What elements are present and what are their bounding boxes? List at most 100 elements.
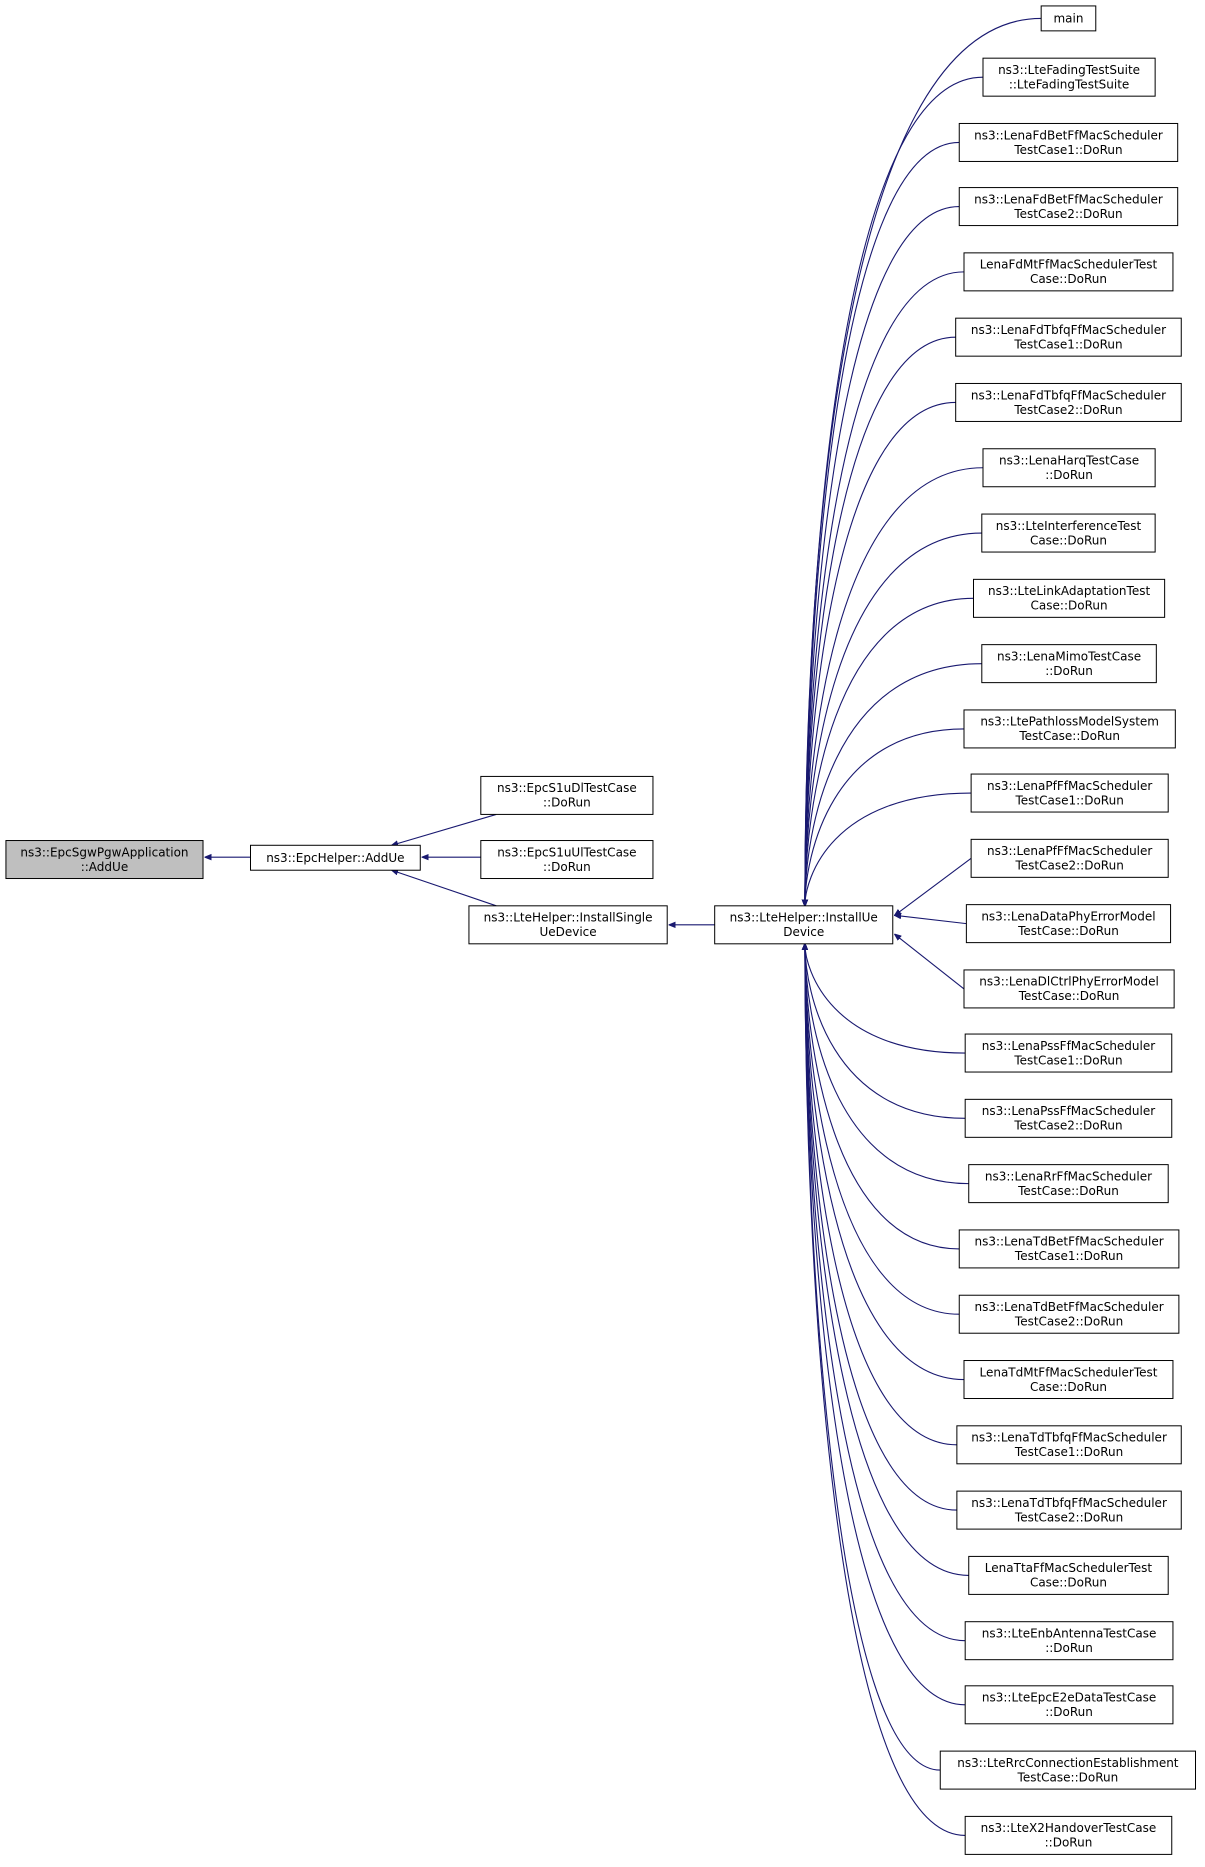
node-label-line: ns3::LenaPssFfMacScheduler	[982, 1104, 1155, 1118]
node-ns3-lenadataphyerrormodeltestcase-dorun[interactable]: ns3::LenaDataPhyErrorModelTestCase::DoRu…	[965, 904, 1172, 944]
node-label-line: ns3::EpcS1uUlTestCase	[497, 845, 636, 859]
node-label-line: ::DoRun	[1045, 1641, 1093, 1655]
edge-n4-to-n1	[392, 870, 497, 907]
node-box	[968, 1164, 1169, 1204]
node-ns3-ltefadingtestsuite-ltefadingtestsuite[interactable]: ns3::LteFadingTestSuite::LteFadingTestSu…	[982, 57, 1156, 97]
node-label-line: TestCase1::DoRun	[1013, 143, 1122, 157]
node-label-line: TestCase2::DoRun	[1013, 403, 1122, 417]
node-label-line: ns3::EpcS1uDlTestCase	[497, 781, 637, 795]
edge-c24-to-n5	[805, 944, 969, 1576]
node-label-line: Case::DoRun	[1030, 1576, 1107, 1590]
node-box	[958, 1229, 1180, 1269]
edge-c7-to-n5	[805, 467, 983, 906]
edge-c14-to-n5	[895, 915, 967, 925]
node-label-line: ns3::LteX2HandoverTestCase	[981, 1821, 1157, 1835]
node-ns3-lteenbantennatestcase-dorun[interactable]: ns3::LteEnbAntennaTestCase::DoRun	[964, 1621, 1174, 1661]
node-box	[963, 1360, 1174, 1400]
node-label-line: ns3::LenaPfFfMacScheduler	[987, 844, 1152, 858]
node-label-line: ns3::LenaFdBetFfMacScheduler	[974, 192, 1163, 206]
node-ns3-lenatdbetffmacschedulertestcase2-dorun[interactable]: ns3::LenaTdBetFfMacSchedulerTestCase2::D…	[958, 1294, 1180, 1334]
node-label-line: ns3::LteInterferenceTest	[996, 519, 1142, 533]
node-ns3-lterrcconnectionestablishmenttestcase-dorun[interactable]: ns3::LteRrcConnectionEstablishmentTestCa…	[939, 1750, 1197, 1790]
node-label-line: Case::DoRun	[1030, 1380, 1107, 1394]
node-ns3-epchelper-addue[interactable]: ns3::EpcHelper::AddUe	[249, 844, 421, 871]
node-ns3-lenapssffmacschedulertestcase1-dorun[interactable]: ns3::LenaPssFfMacSchedulerTestCase1::DoR…	[964, 1033, 1173, 1073]
node-ns3-lenafdbetffmacschedulertestcase2-dorun[interactable]: ns3::LenaFdBetFfMacSchedulerTestCase2::D…	[958, 187, 1179, 227]
node-label-line: ns3::LenaFdTbfqFfMacScheduler	[971, 323, 1166, 337]
node-box	[956, 1490, 1182, 1530]
node-label-line: TestCase2::DoRun	[1014, 1510, 1123, 1524]
node-ns3-lenadlctrlphyerrormodeltestcase-dorun[interactable]: ns3::LenaDlCtrlPhyErrorModelTestCase::Do…	[963, 969, 1175, 1009]
node-label-line: Case::DoRun	[1030, 272, 1107, 286]
node-box	[714, 905, 894, 945]
node-label-line: TestCase2::DoRun	[1014, 1315, 1123, 1329]
node-label-line: ns3::LtePathlossModelSystem	[980, 715, 1159, 729]
node-label-line: ns3::LenaTdBetFfMacScheduler	[974, 1235, 1163, 1249]
node-label-line: Case::DoRun	[1030, 533, 1107, 547]
node-ns3-epcs1uultestcase-dorun[interactable]: ns3::EpcS1uUlTestCase::DoRun	[480, 840, 654, 880]
node-box	[981, 644, 1157, 684]
node-ns3-lenafdtbfqffmacschedulertestcase1-dorun[interactable]: ns3::LenaFdTbfqFfMacSchedulerTestCase1::…	[955, 317, 1182, 357]
node-ns3-lenafdtbfqffmacschedulertestcase2-dorun[interactable]: ns3::LenaFdTbfqFfMacSchedulerTestCase2::…	[955, 382, 1182, 422]
edge-c25-to-n5	[805, 944, 966, 1642]
node-label-line: TestCase2::DoRun	[1013, 207, 1122, 221]
node-label-line: ns3::LenaFdBetFfMacScheduler	[974, 128, 1163, 142]
node-box	[958, 122, 1179, 162]
node-box	[5, 840, 204, 880]
node-ns3-lenatdtbfqffmacschedulertestcase2-dorun[interactable]: ns3::LenaTdTbfqFfMacSchedulerTestCase2::…	[956, 1490, 1182, 1530]
node-label-line: ns3::LteHelper::InstallSingle	[484, 911, 653, 925]
edge-c1-to-n5	[805, 76, 983, 906]
node-ns3-lenatdtbfqffmacschedulertestcase1-dorun[interactable]: ns3::LenaTdTbfqFfMacSchedulerTestCase1::…	[956, 1425, 1182, 1465]
node-box	[970, 773, 1169, 813]
node-label-line: TestCase::DoRun	[1017, 1770, 1119, 1784]
node-ns3-lenapssffmacschedulertestcase2-dorun[interactable]: ns3::LenaPssFfMacSchedulerTestCase2::DoR…	[964, 1098, 1173, 1138]
node-ns3-lenafdbetffmacschedulertestcase1-dorun[interactable]: ns3::LenaFdBetFfMacSchedulerTestCase1::D…	[958, 122, 1179, 162]
node-label-line: TestCase1::DoRun	[1014, 1249, 1123, 1263]
node-label-line: ns3::LenaDataPhyErrorModel	[981, 909, 1155, 923]
node-box	[982, 448, 1156, 488]
node-label-line: TestCase1::DoRun	[1013, 1053, 1122, 1067]
edge-c10-to-n5	[805, 663, 982, 906]
node-ns3-ltepathlossmodelsystemtestcase-dorun[interactable]: ns3::LtePathlossModelSystemTestCase::DoR…	[963, 709, 1176, 749]
node-label-line: UeDevice	[539, 925, 596, 939]
edge-c8-to-n5	[805, 532, 982, 906]
node-ns3-lenapfffmacschedulertestcase2-dorun[interactable]: ns3::LenaPfFfMacSchedulerTestCase2::DoRu…	[970, 838, 1169, 878]
edge-c28-to-n5	[805, 944, 966, 1836]
node-box	[955, 317, 1182, 357]
edge-c2-to-n5	[805, 141, 960, 905]
node-box	[939, 1750, 1197, 1790]
node-box	[963, 969, 1175, 1009]
edge-c18-to-n5	[805, 944, 969, 1185]
node-label-line: TestCase1::DoRun	[1015, 793, 1124, 807]
node-ns3-lenamimotestcase-dorun[interactable]: ns3::LenaMimoTestCase::DoRun	[981, 644, 1157, 684]
edge-c12-to-n5	[805, 792, 972, 906]
node-label-line: ns3::LteRrcConnectionEstablishment	[957, 1756, 1179, 1770]
edge-n2-to-n1	[392, 813, 497, 845]
node-ns3-lteepce2edatatestcase-dorun[interactable]: ns3::LteEpcE2eDataTestCase::DoRun	[964, 1685, 1174, 1725]
node-main[interactable]: main	[1040, 5, 1097, 32]
node-label-line: TestCase::DoRun	[1018, 989, 1120, 1003]
node-ns3-lenaharqtestcase-dorun[interactable]: ns3::LenaHarqTestCase::DoRun	[982, 448, 1156, 488]
node-label-line: ns3::LenaFdTbfqFfMacScheduler	[971, 388, 1166, 402]
edge-c17-to-n5	[805, 944, 966, 1119]
node-ns3-epcs1udltestcase-dorun[interactable]: ns3::EpcS1uDlTestCase::DoRun	[480, 775, 654, 815]
node-box	[964, 1033, 1173, 1073]
node-label-line: main	[1053, 11, 1083, 25]
node-ns3-lenapfffmacschedulertestcase1-dorun[interactable]: ns3::LenaPfFfMacSchedulerTestCase1::DoRu…	[970, 773, 1169, 813]
node-ns3-epcsgwpgwapplication-addue[interactable]: ns3::EpcSgwPgwApplication::AddUe	[5, 840, 204, 880]
node-ns3-ltex2handovertestcase-dorun[interactable]: ns3::LteX2HandoverTestCase::DoRun	[964, 1815, 1173, 1855]
node-box	[249, 844, 421, 871]
node-label-line: ::DoRun	[1045, 1836, 1093, 1850]
node-label-line: ::DoRun	[543, 796, 591, 810]
node-box	[968, 1555, 1169, 1595]
node-label-line: ns3::LenaPfFfMacScheduler	[987, 779, 1152, 793]
node-ns3-lenatdbetffmacschedulertestcase1-dorun[interactable]: ns3::LenaTdBetFfMacSchedulerTestCase1::D…	[958, 1229, 1180, 1269]
